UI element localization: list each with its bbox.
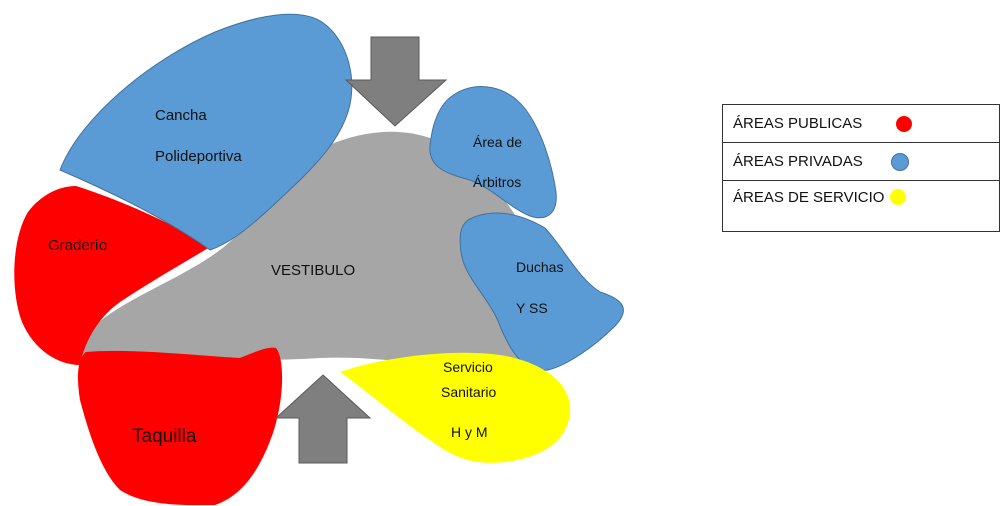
graderio-shape [14,186,210,365]
cancha-label-1: Cancha [155,107,207,124]
yellow-dot-icon [890,189,907,205]
servicio-label-2: Sanitario [441,384,496,400]
servicio-label-3: H y M [451,424,488,440]
taquilla-shape [78,347,283,506]
graderio-label: Graderío [48,237,107,254]
arrow-down-icon [344,36,448,127]
vestibulo-shape [79,131,556,367]
legend-label: ÁREAS PRIVADAS [733,153,863,170]
arbitros-label-1: Área de [473,134,522,150]
vestibulo-label: VESTIBULO [271,262,355,279]
legend-item-public: ÁREAS PUBLICAS [723,105,999,143]
zoning-diagram: Cancha Polideportiva Graderío VESTIBULO … [14,13,624,506]
duchas-label-2: Y SS [516,300,548,316]
servicio-label-1: Servicio [443,359,493,375]
legend-item-service: ÁREAS DE SERVICIO [723,181,999,231]
red-dot-icon [896,115,913,132]
legend: ÁREAS PUBLICAS ÁREAS PRIVADAS ÁREAS DE S… [722,104,1000,232]
arbitros-shape [429,86,557,219]
duchas-label-1: Duchas [516,259,563,275]
arbitros-label-2: Árbitros [473,174,521,190]
legend-label: ÁREAS DE SERVICIO [733,189,885,206]
duchas-shape [459,212,624,371]
cancha-label-2: Polideportiva [155,148,242,165]
legend-label: ÁREAS PUBLICAS [733,115,863,132]
blue-dot-icon [890,152,909,171]
servicio-shape [340,352,571,463]
taquilla-label: Taquilla [132,426,197,447]
cancha-shape [59,13,353,251]
arrow-up-icon [274,374,372,464]
legend-item-private: ÁREAS PRIVADAS [723,143,999,181]
